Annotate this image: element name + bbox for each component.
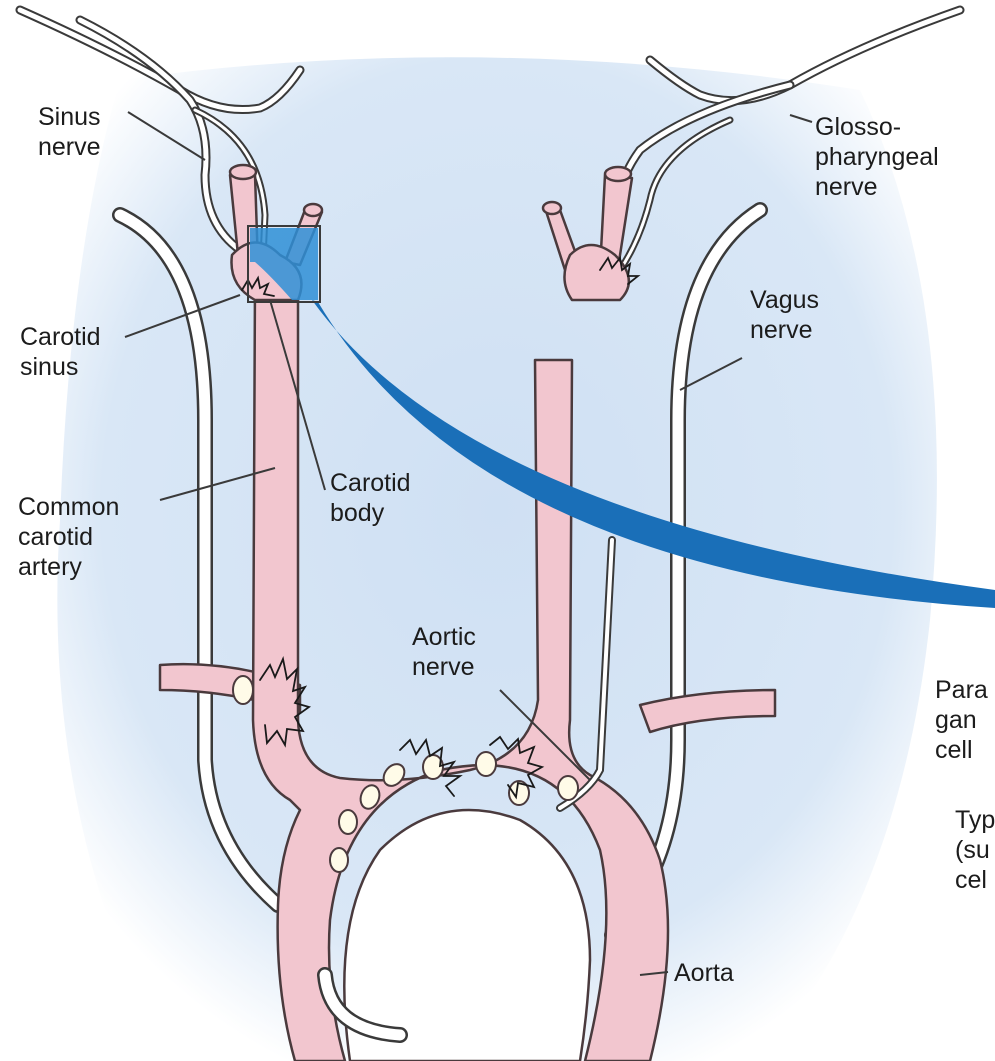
carotid-sinus-label: Carotid sinus xyxy=(20,322,101,382)
sinus-nerve-label: Sinus nerve xyxy=(38,102,101,162)
aortic-nerve-label: Aortic nerve xyxy=(412,622,476,682)
glossopharyngeal-nerve-label: Glosso- pharyngeal nerve xyxy=(815,112,939,202)
cropped-label-right-2: Typ (su cel xyxy=(955,805,995,895)
cropped-label-right-1: Para gan cell xyxy=(935,675,988,765)
vagus-nerve-label: Vagus nerve xyxy=(750,285,819,345)
carotid-body-label: Carotid body xyxy=(330,468,411,528)
common-carotid-artery-label: Common carotid artery xyxy=(18,492,119,582)
aortic-arch-inner xyxy=(344,810,590,1061)
aorta-label: Aorta xyxy=(674,958,734,988)
